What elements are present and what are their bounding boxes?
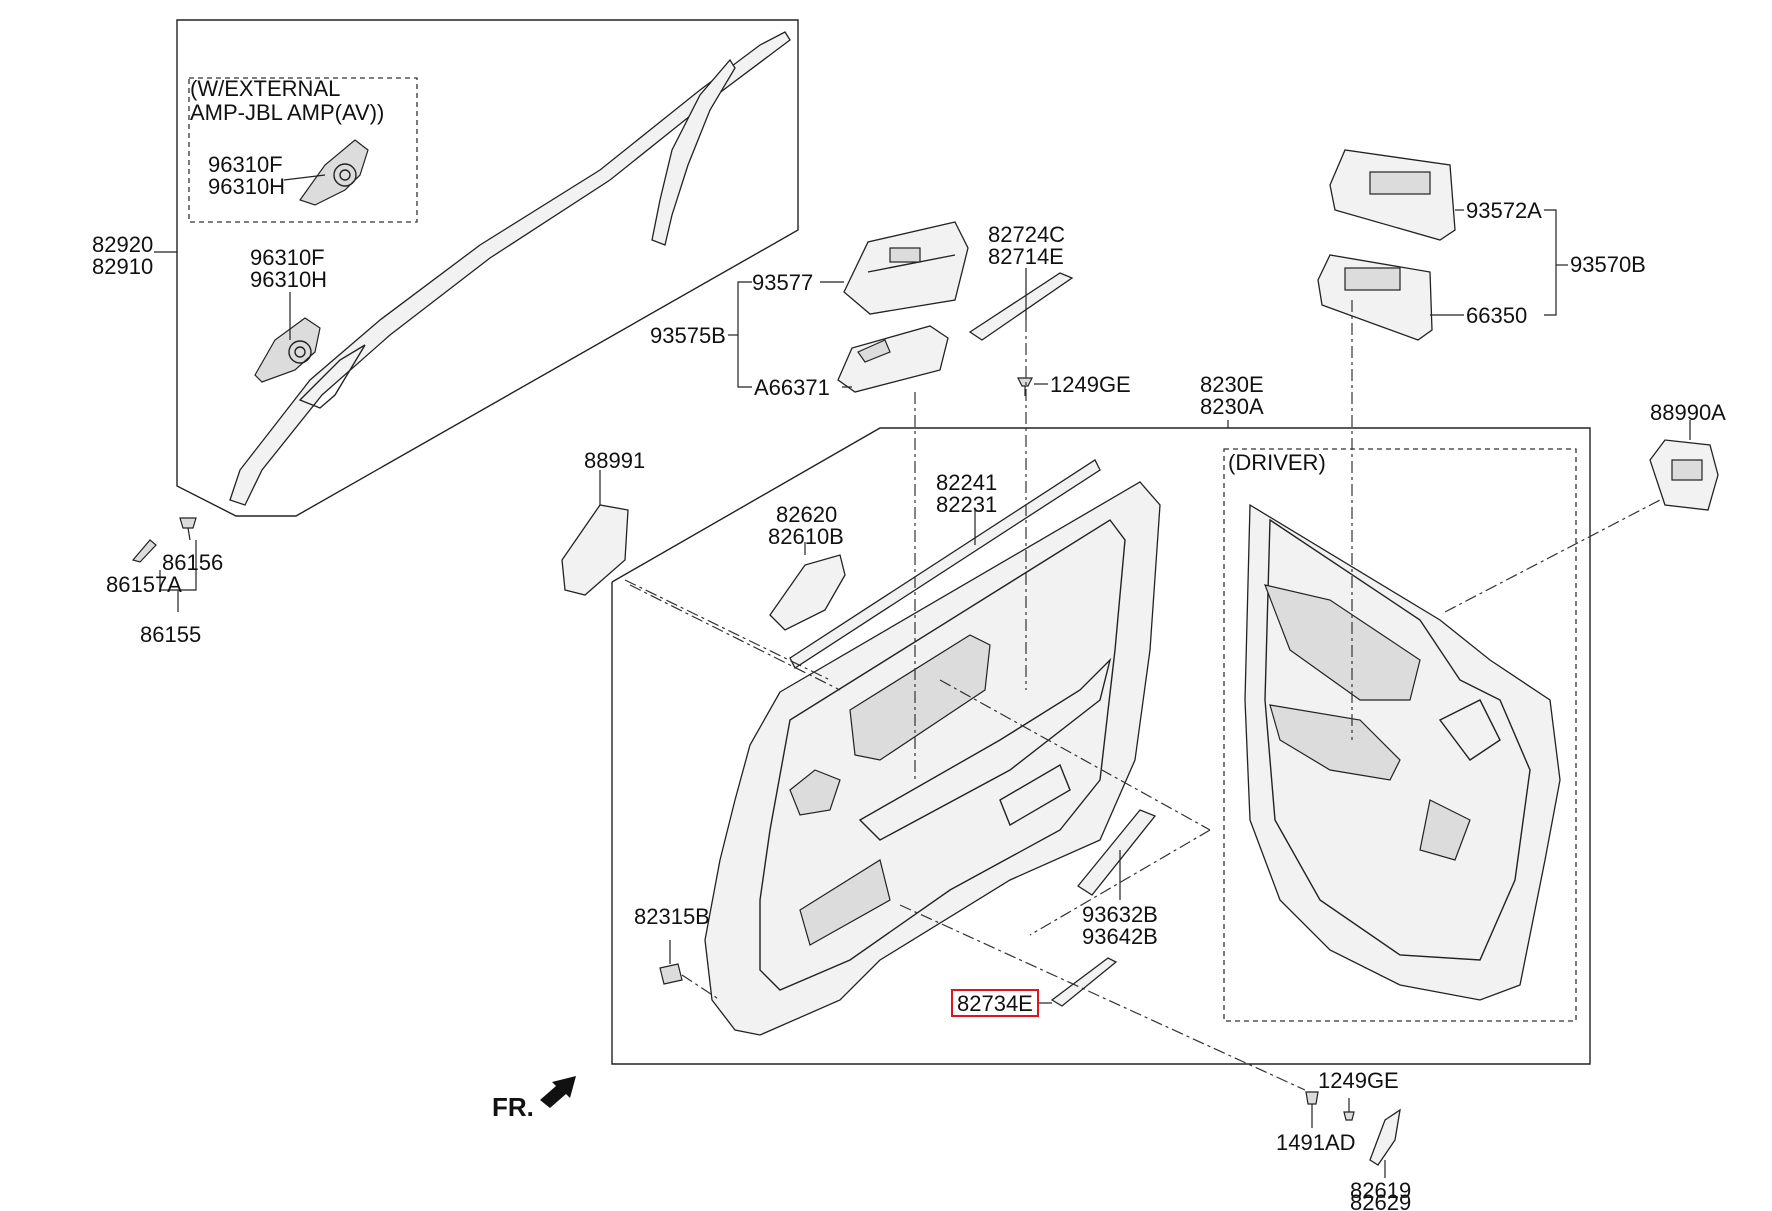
clip-82315B — [659, 940, 683, 985]
switch-93572A — [1329, 149, 1456, 241]
label-88990A: 88990A — [1650, 400, 1726, 425]
label-93570B: 93570B — [1570, 252, 1646, 277]
speaker-icon — [299, 139, 369, 206]
label-fr: FR. — [492, 1092, 534, 1122]
label-93572A: 93572A — [1466, 198, 1542, 223]
label-82619: 82619 — [1350, 1178, 1411, 1203]
driver-door-panel — [1244, 503, 1561, 1001]
label-82920: 82920 — [92, 232, 153, 257]
switch-A66371 — [837, 325, 949, 393]
label-1249GE-top: 1249GE — [1050, 372, 1131, 397]
clip-86155 — [131, 517, 197, 612]
label-96310H-a: 96310H — [208, 174, 285, 199]
label-88991: 88991 — [584, 448, 645, 473]
label-96310H-b: 96310H — [250, 267, 327, 292]
label-82714E: 82714E — [988, 244, 1064, 269]
label-82315B: 82315B — [634, 904, 710, 929]
label-82910: 82910 — [92, 254, 153, 279]
label-w-external-2: AMP-JBL AMP(AV)) — [190, 100, 384, 125]
label-82610B: 82610B — [768, 524, 844, 549]
label-93577: 93577 — [752, 270, 813, 295]
bracket-88991 — [561, 470, 629, 596]
label-86157A: 86157A — [106, 572, 182, 597]
label-1491AD: 1491AD — [1276, 1130, 1356, 1155]
trim-82619 — [1369, 1108, 1401, 1178]
label-86156: 86156 — [162, 550, 223, 575]
window-trim-assembly — [176, 19, 799, 517]
control-88990A — [1649, 420, 1719, 511]
label-96310F-b: 96310F — [250, 245, 325, 270]
label-93575B: 93575B — [650, 323, 726, 348]
label-82620: 82620 — [776, 502, 837, 527]
clip-1491AD — [1305, 1091, 1355, 1128]
screw-1249GE — [1017, 377, 1048, 396]
label-w-external-1: (W/EXTERNAL — [190, 76, 340, 101]
handle-82620 — [769, 542, 846, 631]
label-93632B: 93632B — [1082, 902, 1158, 927]
label-82724C: 82724C — [988, 222, 1065, 247]
door-panel-assembly — [611, 400, 1591, 1065]
strip-82724C — [968, 268, 1074, 341]
label-93642B: 93642B — [1082, 924, 1158, 949]
speaker-icon — [254, 317, 321, 383]
label-96310F-a: 96310F — [208, 152, 283, 177]
label-82241: 82241 — [936, 470, 997, 495]
labels: (W/EXTERNAL AMP-JBL AMP(AV)) 96310F 9631… — [92, 76, 1726, 1211]
label-1249GE-bottom: 1249GE — [1318, 1068, 1399, 1093]
strip-82734E — [1038, 957, 1118, 1007]
label-82734E: 82734E — [957, 991, 1033, 1016]
label-A66371: A66371 — [754, 375, 830, 400]
label-8230E: 8230E — [1200, 372, 1264, 397]
label-82629: 82629 — [1350, 1190, 1411, 1211]
label-66350: 66350 — [1466, 303, 1527, 328]
label-82231: 82231 — [936, 492, 997, 517]
label-86155: 86155 — [140, 622, 201, 647]
highlight-box — [951, 989, 1039, 1017]
switch-66350 — [1317, 254, 1433, 341]
switch-93577 — [843, 221, 969, 315]
strip-93632B — [1077, 809, 1157, 900]
label-driver: (DRIVER) — [1228, 450, 1326, 475]
front-arrow-icon — [540, 1076, 576, 1108]
label-8230A: 8230A — [1200, 394, 1264, 419]
